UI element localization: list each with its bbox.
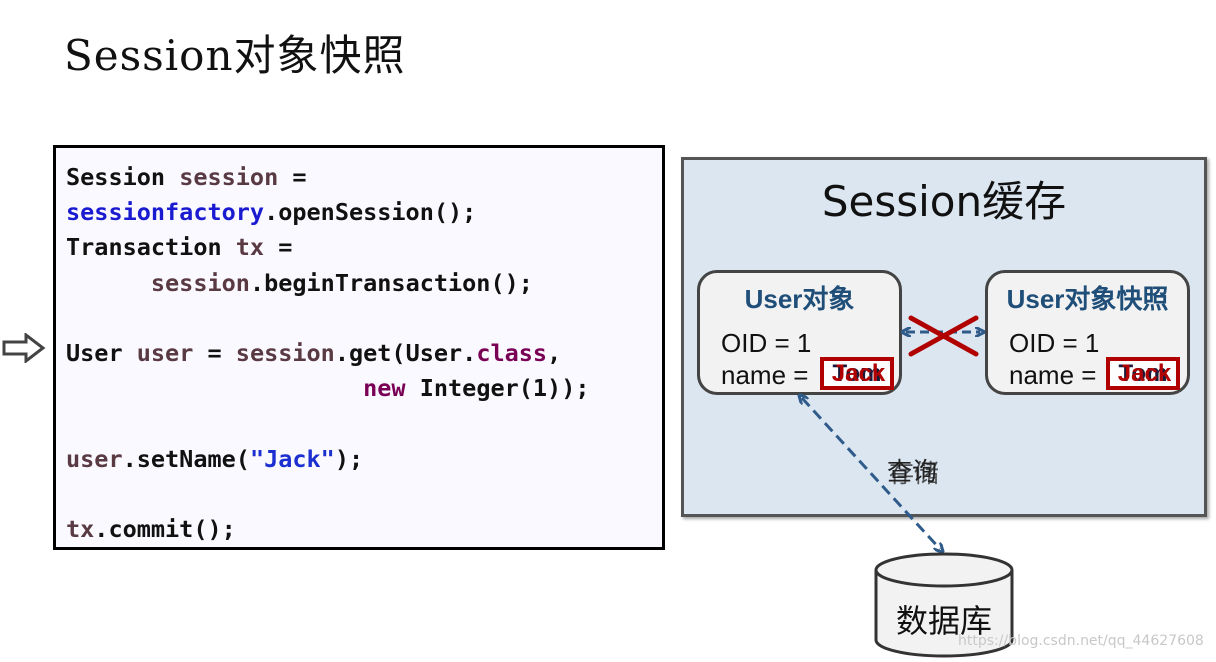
database-label: 数据库 bbox=[895, 602, 992, 640]
user-object-title: User对象 bbox=[744, 284, 855, 314]
user-object-old-name: Tom bbox=[832, 360, 882, 387]
code-line-7: user.setName("Jack"); bbox=[66, 444, 364, 473]
page-title: Session对象快照 bbox=[64, 31, 406, 80]
database-sync-arrow bbox=[802, 398, 940, 549]
code-line-8: tx.commit(); bbox=[66, 515, 236, 544]
code-line-4: session.beginTransaction(); bbox=[150, 268, 533, 297]
current-line-arrow-icon bbox=[2, 333, 46, 363]
code-listing: Session session = sessionfactory.openSes… bbox=[66, 160, 590, 547]
snapshot-object-name-value: Tom Jack bbox=[1106, 357, 1180, 390]
user-object-box: User对象 OID = 1 name = Tom Jack bbox=[697, 270, 902, 395]
snapshot-object-oid: OID = 1 bbox=[1009, 328, 1100, 358]
user-object-oid: OID = 1 bbox=[721, 328, 812, 358]
code-panel: Session session = sessionfactory.openSes… bbox=[53, 145, 665, 550]
code-line-3: Transaction tx = bbox=[66, 233, 293, 262]
user-object-name-label: name = bbox=[721, 360, 809, 390]
database-cylinder-icon bbox=[874, 552, 1014, 658]
snapshot-object-box: User对象快照 OID = 1 name = Tom Jack bbox=[985, 270, 1190, 395]
snapshot-object-name-label: name = bbox=[1009, 360, 1097, 390]
code-line-2: sessionfactory.openSession(); bbox=[66, 198, 477, 227]
snapshot-object-old-name: Tom bbox=[1118, 360, 1168, 387]
user-object-name-value: Tom Jack bbox=[820, 357, 894, 390]
snapshot-object-new-name: Jack bbox=[1117, 360, 1172, 387]
code-line-6: new Integer(1)); bbox=[363, 374, 590, 403]
code-line-5: User user = session.get(User.class, bbox=[66, 339, 562, 368]
snapshot-object-title: User对象快照 bbox=[1006, 284, 1169, 314]
user-object-new-name: Jack bbox=[831, 360, 886, 387]
save-label: 存储 bbox=[889, 459, 940, 488]
session-cache-title: Session缓存 bbox=[821, 177, 1067, 226]
watermark: https://blog.csdn.net/qq_44627608 bbox=[958, 633, 1204, 649]
mismatch-cross-icon bbox=[908, 315, 979, 357]
query-label: 查询 bbox=[887, 457, 938, 486]
code-line-1: Session session = bbox=[66, 163, 307, 191]
